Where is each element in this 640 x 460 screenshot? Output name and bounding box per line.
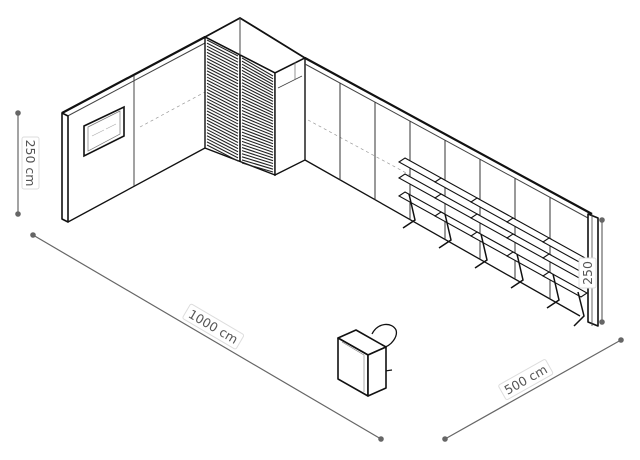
- cabinet-slat: [241, 72, 274, 91]
- cabinet-slat: [206, 45, 239, 63]
- cabinet-slat: [206, 116, 239, 134]
- cabinet-slat: [241, 131, 274, 145]
- cabinet-slat: [206, 67, 239, 85]
- cabinet-slat: [206, 39, 239, 57]
- cabinet-slat: [241, 79, 274, 97]
- cabinet-slat: [206, 107, 239, 125]
- cabinet-slat: [241, 147, 274, 159]
- cabinet-slat: [241, 63, 274, 83]
- cabinet-slat: [206, 141, 239, 159]
- cabinet-slat: [206, 101, 239, 119]
- left-wall: [61, 36, 206, 223]
- cabinet-slat: [206, 132, 239, 150]
- cabinet-slat: [206, 61, 239, 79]
- cabinet-slat: [206, 70, 239, 88]
- cabinet-slat: [206, 85, 239, 103]
- label-height-right: 250: [578, 257, 597, 289]
- cabinet-slat: [241, 85, 274, 102]
- cabinet-slat: [241, 57, 274, 77]
- cabinet-slat: [206, 144, 239, 162]
- cabinet-slat: [241, 150, 274, 162]
- wall-monitor: [83, 105, 125, 158]
- height-right-text: 250: [580, 261, 595, 285]
- cabinet-slat: [241, 156, 274, 167]
- cabinet-slat: [206, 110, 239, 128]
- cabinet-slat: [206, 79, 239, 97]
- cabinet-slat: [241, 125, 274, 139]
- cabinet-slat: [241, 100, 274, 117]
- cabinet-slat: [241, 94, 274, 111]
- cabinet-slat: [241, 91, 274, 108]
- cabinet-slat: [241, 134, 274, 148]
- cabinet-slat: [241, 116, 274, 131]
- dimension-lines: [15, 110, 624, 442]
- cabinet-slat: [206, 113, 239, 131]
- cabinet-slats: [206, 39, 274, 173]
- cabinet-slat: [241, 153, 274, 165]
- cabinet-slat: [241, 140, 274, 153]
- cabinet-slat: [241, 143, 274, 156]
- cabinet-slat: [241, 66, 274, 85]
- cabinet-slat: [206, 92, 239, 109]
- label-length: 1000 cm: [182, 303, 245, 350]
- shelf-bracket: [546, 273, 560, 309]
- shelf-bracket: [438, 213, 452, 249]
- cabinet-slat: [241, 103, 274, 119]
- cabinet-slat: [206, 51, 239, 69]
- cabinet-slat: [241, 122, 274, 136]
- reception-counter: [337, 323, 398, 397]
- back-wall-seams: [339, 83, 551, 299]
- cabinet-slat: [241, 82, 274, 100]
- cabinet-slat: [206, 73, 239, 91]
- cabinet-slat: [241, 60, 274, 80]
- height-left-text: 250 cm: [23, 140, 38, 187]
- cabinet-slat: [206, 122, 239, 140]
- cabinet-slat: [206, 88, 239, 106]
- cabinet-slat: [241, 137, 274, 150]
- cabinet-slat: [206, 119, 239, 137]
- shelf-bracket: [474, 233, 488, 269]
- cabinet-slat: [241, 162, 274, 173]
- cabinet-slat: [241, 128, 274, 142]
- cabinet-slat: [206, 125, 239, 143]
- cabinet-slat: [241, 88, 274, 105]
- cabinet-slat: [241, 119, 274, 133]
- cabinet-slat: [241, 97, 274, 114]
- cabinet-slat: [241, 113, 274, 128]
- cabinet-slat: [206, 135, 239, 153]
- shelf-bracket: [573, 291, 585, 327]
- cabinet-slat: [206, 98, 239, 116]
- cabinet-slat: [241, 76, 274, 94]
- cabinet-slat: [241, 69, 274, 88]
- cabinet-slat: [206, 138, 239, 156]
- cabinet-slat: [206, 82, 239, 100]
- cabinet-slat: [206, 42, 239, 60]
- cabinet-slat: [241, 159, 274, 170]
- label-height-left: 250 cm: [21, 136, 40, 190]
- shelving-unit: [397, 157, 589, 327]
- cabinet-slat: [241, 106, 274, 122]
- cabinet-slat: [206, 58, 239, 76]
- cabinet-slat: [206, 76, 239, 94]
- cabinet-slat: [206, 95, 239, 113]
- cabinet-slat: [206, 54, 239, 72]
- back-wall: [304, 57, 599, 327]
- cabinet-slat: [241, 109, 274, 125]
- shelf-bracket: [402, 193, 416, 229]
- cabinet-slat: [206, 129, 239, 147]
- cabinet-slat: [206, 104, 239, 122]
- shelf-bracket: [510, 253, 524, 289]
- cabinet-slat: [206, 64, 239, 82]
- cabinet-slat: [206, 48, 239, 66]
